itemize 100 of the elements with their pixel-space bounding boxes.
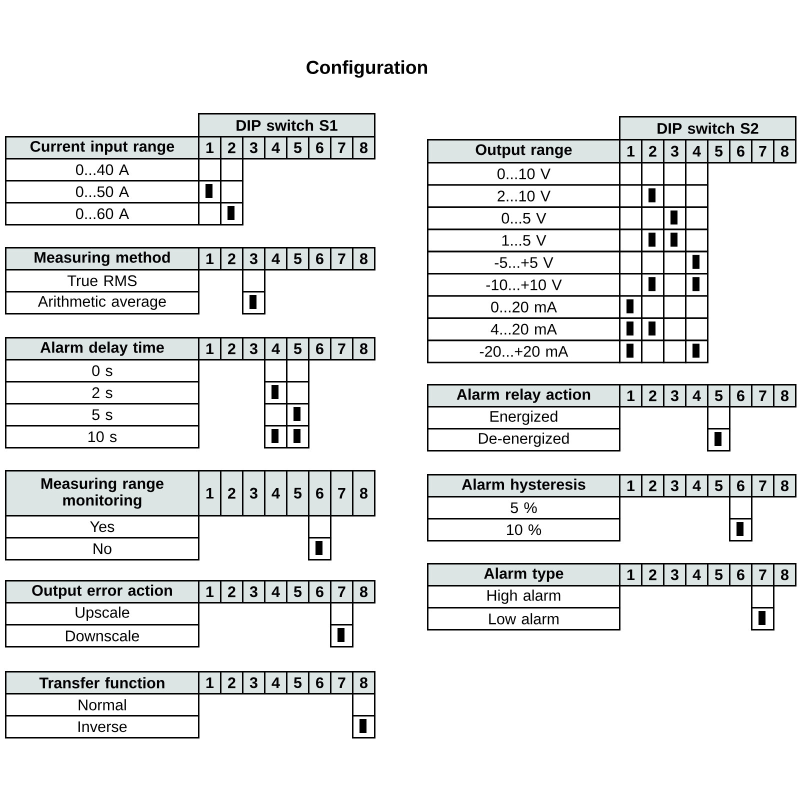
header-cell: 1: [198, 136, 222, 160]
header-cell: 3: [242, 337, 266, 360]
header-cell: 8: [773, 474, 796, 498]
header-cell: 5: [286, 580, 310, 604]
header-cell: 8: [352, 580, 376, 604]
header-cell: 3: [242, 247, 266, 270]
header-cell: 6: [729, 563, 752, 586]
header-cell: 8: [352, 136, 376, 160]
header-cell: 7: [751, 384, 774, 408]
header-cell: 7: [330, 671, 354, 694]
header-cell: 2: [220, 136, 244, 160]
header-cell: 8: [773, 384, 796, 408]
header-cell: 6: [308, 470, 332, 516]
header-cell: 3: [663, 139, 686, 164]
header-cell: 3: [242, 671, 266, 694]
header-cell: 2: [220, 671, 244, 694]
header-cell: 4: [685, 563, 708, 586]
header-cell: 7: [330, 247, 354, 270]
table-cell: 0...10 V: [427, 162, 620, 186]
header-cell: 8: [352, 337, 376, 360]
header-cell: 5: [286, 337, 310, 360]
header-cell: 1: [619, 563, 642, 586]
table-cell: De-energized: [427, 428, 620, 452]
table-cell: Yes: [5, 515, 200, 538]
header-cell: 4: [264, 247, 288, 270]
header-cell: 6: [729, 384, 752, 408]
header-cell: 6: [308, 337, 332, 360]
table-cell: Energized: [427, 406, 620, 430]
header-cell: 7: [751, 139, 774, 164]
header-cell: 1: [619, 139, 642, 164]
header-cell: 1: [198, 671, 222, 694]
table-cell: 0...5 V: [427, 206, 620, 230]
table-cell: 0...50 A: [5, 180, 200, 204]
table-cell: 0...40 A: [5, 158, 200, 182]
table-cell: 0...60 A: [5, 202, 200, 226]
header-cell: 2: [641, 139, 664, 164]
header-cell: 4: [685, 474, 708, 498]
header-cell: 5: [286, 136, 310, 160]
header-cell: 5: [286, 247, 310, 270]
header-cell: 3: [663, 563, 686, 586]
table-cell: No: [5, 537, 200, 560]
table-cell: 5 %: [427, 496, 620, 520]
header-cell: 8: [352, 247, 376, 270]
header-cell: 5: [707, 384, 730, 408]
table-cell: True RMS: [5, 269, 200, 292]
table-cell: -5...+5 V: [427, 250, 620, 274]
header-cell: 6: [308, 247, 332, 270]
header-cell: 8: [773, 563, 796, 586]
header-cell: 2: [641, 474, 664, 498]
header-cell: 7: [330, 580, 354, 604]
header-cell: 2: [220, 337, 244, 360]
header-cell: 7: [330, 337, 354, 360]
table-cell: -10...+10 V: [427, 273, 620, 297]
table-cell: Downscale: [5, 624, 200, 648]
header-cell: 2: [220, 580, 244, 604]
table-cell: 0...20 mA: [427, 295, 620, 319]
table-cell: 5 s: [5, 403, 200, 426]
header-cell: 6: [308, 580, 332, 604]
table-cell: 2...10 V: [427, 184, 620, 208]
header-cell: 3: [663, 384, 686, 408]
header-cell: 4: [685, 139, 708, 164]
table-cell: 10 s: [5, 425, 200, 448]
table-cell: 0 s: [5, 359, 200, 382]
header-cell: 7: [751, 563, 774, 586]
title: Configuration: [306, 60, 428, 78]
header-cell: 7: [330, 470, 354, 516]
header-cell: 8: [352, 671, 376, 694]
header-cell: 4: [264, 470, 288, 516]
header-cell: 8: [773, 139, 796, 164]
header-cell: 5: [286, 470, 310, 516]
header-cell: 1: [619, 384, 642, 408]
header-cell: 8: [352, 470, 376, 516]
header-cell: 1: [198, 580, 222, 604]
header-cell: 2: [641, 563, 664, 586]
header-cell: 6: [308, 136, 332, 160]
header-cell: 4: [685, 384, 708, 408]
table-cell: Arithmetic average: [5, 291, 200, 314]
header-cell: 4: [264, 337, 288, 360]
header-cell: 4: [264, 136, 288, 160]
header-cell: 5: [707, 563, 730, 586]
header-cell: 1: [198, 247, 222, 270]
header-cell: 7: [330, 136, 354, 160]
table-cell: 2 s: [5, 381, 200, 404]
header-cell: 6: [729, 474, 752, 498]
header-cell: 1: [198, 337, 222, 360]
header-cell: 3: [242, 470, 266, 516]
header-cell: 6: [308, 671, 332, 694]
header-cell: 6: [729, 139, 752, 164]
header-cell: 2: [641, 384, 664, 408]
table-cell: Low alarm: [427, 607, 620, 630]
table-cell: -20...+20 mA: [427, 340, 620, 364]
table-cell: 1...5 V: [427, 228, 620, 252]
table-cell: Normal: [5, 693, 200, 716]
header-cell: 2: [220, 470, 244, 516]
header-cell: 1: [198, 470, 222, 516]
header-cell: 3: [242, 136, 266, 160]
header-cell: 3: [242, 580, 266, 604]
header-cell: 7: [751, 474, 774, 498]
header-cell: 5: [286, 671, 310, 694]
table-cell: Upscale: [5, 602, 200, 626]
